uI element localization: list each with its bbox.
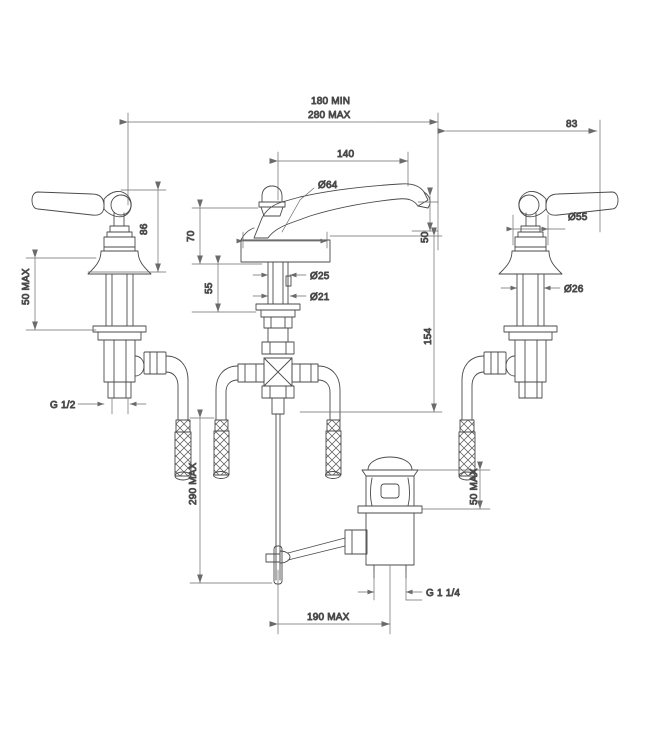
dim-overall-max: 280 MAX <box>308 110 351 121</box>
label-waste-thread: G 1 1/4 <box>426 588 460 599</box>
dim-waste-reach-max: 190 MAX <box>307 612 350 623</box>
dim-overall-min: 180 MIN <box>311 96 350 107</box>
right-tap-shroud <box>498 225 563 275</box>
cross-fitting <box>215 357 341 581</box>
left-pillar-tap <box>31 191 192 481</box>
center-dimensions <box>191 187 443 413</box>
right-tap-body <box>503 273 558 399</box>
dim-spout-flange-dia: Ø64 <box>318 180 338 191</box>
spout-shank <box>255 261 301 355</box>
dim-spout-outlet-drop: 50 <box>420 231 431 243</box>
dim-hose-length-max: 290 MAX <box>188 462 199 505</box>
left-tap-body <box>92 273 147 399</box>
lower-dimensions <box>189 409 491 635</box>
dim-handle-base-dia: Ø55 <box>568 212 588 223</box>
right-lever-handle <box>518 191 619 227</box>
left-tap-shroud <box>87 225 152 275</box>
spout-base <box>240 227 331 263</box>
dim-left-rise-max: 50 MAX <box>21 268 32 305</box>
dim-handle-height: 86 <box>139 223 150 235</box>
waste-plug-head <box>361 456 419 507</box>
dim-waste-height-max: 50 MAX <box>469 468 480 505</box>
waste-linkage <box>265 537 346 585</box>
dim-riser-height: 154 <box>423 327 434 345</box>
center-hoses <box>213 419 342 479</box>
right-pillar-tap <box>458 191 619 481</box>
center-spout-assembly <box>213 183 431 581</box>
left-tap-dimensions <box>25 181 167 415</box>
left-hose-assembly <box>143 351 192 481</box>
dim-body-height-lower: 55 <box>204 282 215 294</box>
spout-arm <box>253 183 431 239</box>
dim-spout-reach: 140 <box>337 149 355 160</box>
dim-right-offset: 83 <box>566 119 578 130</box>
label-inlet-thread: G 1/2 <box>50 400 76 411</box>
dim-shank-dia-outer: Ø25 <box>310 271 330 282</box>
spout-top-knob <box>258 185 286 217</box>
dim-shank-dia-inner: Ø21 <box>310 292 330 303</box>
dim-spout-height-upper: 70 <box>186 230 197 242</box>
left-lever-handle <box>31 191 132 227</box>
top-dimension-block <box>119 112 601 251</box>
right-tap-dimensions <box>500 214 566 291</box>
waste-body <box>344 505 423 579</box>
pop-up-waste-assembly <box>265 456 423 585</box>
dim-tap-shank-dia: Ø26 <box>564 284 584 295</box>
right-hose-assembly <box>458 351 507 481</box>
